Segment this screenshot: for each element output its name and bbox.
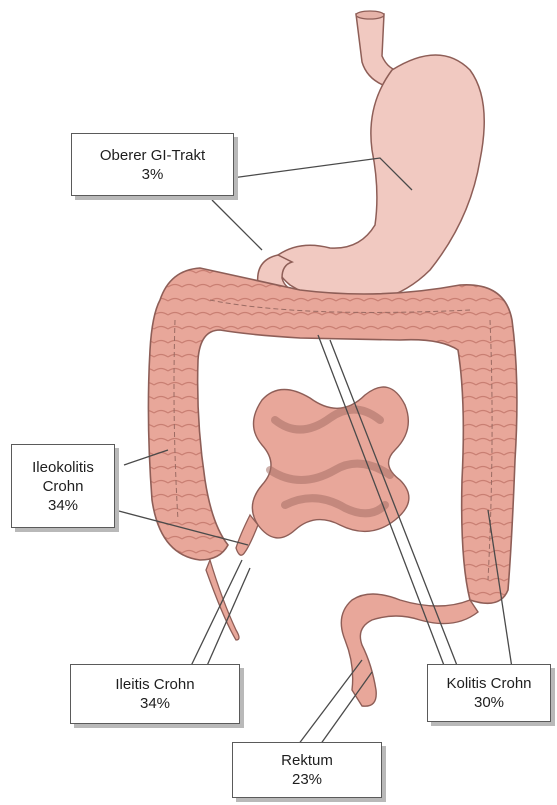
label-ileitis-pct: 34% [140,694,170,713]
leader-upper-gi-duodenum [212,200,262,250]
label-ileocolitis-pct: 34% [48,496,78,515]
label-colitis: Kolitis Crohn 30% [427,664,551,722]
leader-rektum [298,660,362,745]
label-ileocolitis-line2: Crohn [43,477,84,496]
terminal-ileum [236,515,258,555]
esophagus-opening [356,11,384,19]
label-upper-gi: Oberer GI-Trakt 3% [71,133,234,196]
label-colitis-pct: 30% [474,693,504,712]
label-ileocolitis-line1: Ileokolitis [32,458,94,477]
leader-ileitis [190,560,242,668]
label-upper-gi-name: Oberer GI-Trakt [100,146,205,165]
small-intestine [252,387,409,538]
label-rektum-pct: 23% [292,770,322,789]
label-rektum-name: Rektum [281,751,333,770]
label-rektum: Rektum 23% [232,742,382,798]
label-ileocolitis: Ileokolitis Crohn 34% [11,444,115,528]
leader-rektum-2 [320,672,372,745]
stomach [276,55,485,302]
label-ileitis-name: Ileitis Crohn [115,675,194,694]
label-colitis-name: Kolitis Crohn [446,674,531,693]
label-ileitis: Ileitis Crohn 34% [70,664,240,724]
label-upper-gi-pct: 3% [142,165,164,184]
